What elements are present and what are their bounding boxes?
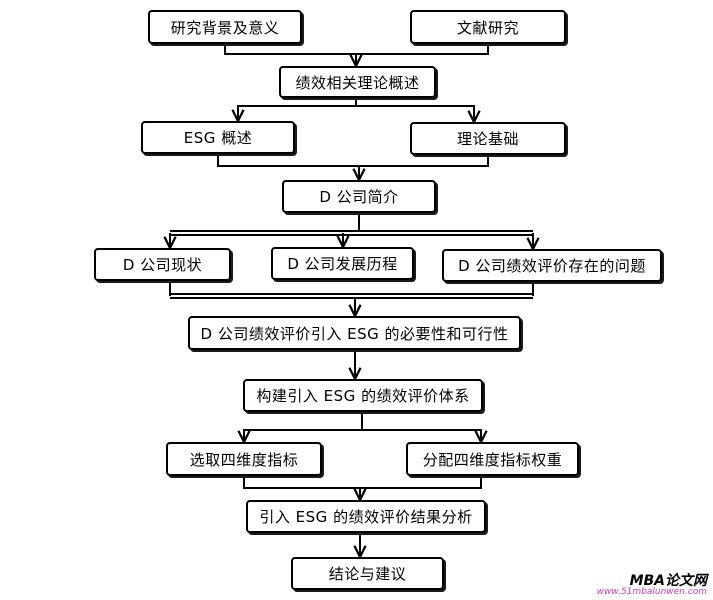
node-evaluation-problems: D 公司绩效评价存在的问题 xyxy=(442,249,662,282)
node-result-analysis: 引入 ESG 的绩效评价结果分析 xyxy=(246,500,486,533)
node-research-background: 研究背景及意义 xyxy=(148,10,302,44)
connector-literature-merge xyxy=(356,44,489,55)
connector-select-merge xyxy=(243,476,360,489)
arrow-to-assign-weights xyxy=(362,429,481,442)
node-necessity-feasibility: D 公司绩效评价引入 ESG 的必要性和可行性 xyxy=(188,316,521,350)
arrow-to-esg-overview xyxy=(238,105,356,121)
connector-theory-basis-merge xyxy=(359,155,489,167)
watermark-url: www.51mbalunwen.com xyxy=(596,587,707,597)
node-select-indicators: 选取四维度指标 xyxy=(166,442,322,476)
node-esg-overview: ESG 概述 xyxy=(141,121,295,154)
connector-background-merge xyxy=(224,44,356,55)
connector-esg-merge xyxy=(217,154,359,167)
node-theory-overview: 绩效相关理论概述 xyxy=(279,66,436,98)
arrow-to-theory-basis xyxy=(356,105,474,122)
watermark-brand: MBA论文网 xyxy=(629,573,707,589)
node-theory-basis: 理论基础 xyxy=(410,122,566,155)
node-company-history: D 公司发展历程 xyxy=(271,247,414,280)
node-conclusion: 结论与建议 xyxy=(291,557,444,590)
connector-weights-merge xyxy=(360,476,482,489)
arrow-to-select-indicators xyxy=(244,429,362,442)
node-company-status: D 公司现状 xyxy=(94,248,231,281)
node-company-intro: D 公司简介 xyxy=(282,180,436,213)
node-build-evaluation-system: 构建引入 ESG 的绩效评价体系 xyxy=(243,379,483,412)
node-literature-review: 文献研究 xyxy=(410,10,566,44)
node-assign-weights: 分配四维度指标权重 xyxy=(406,442,579,476)
